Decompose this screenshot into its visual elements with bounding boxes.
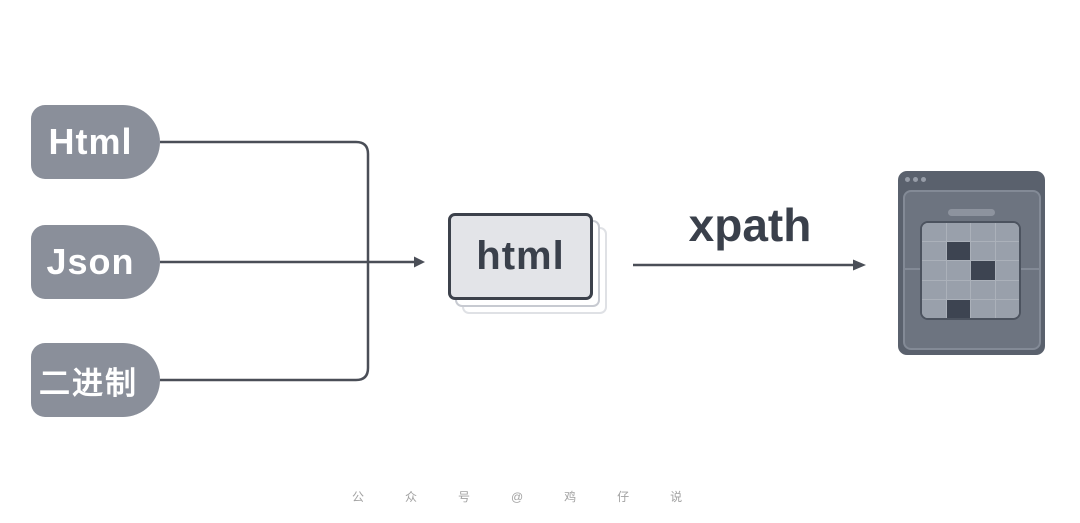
grid-cell — [971, 223, 995, 242]
browser-arrowhead-icon — [853, 259, 866, 271]
grid-cell — [971, 299, 995, 318]
grid-cell — [995, 299, 1019, 318]
grid-cell — [922, 242, 946, 261]
xpath-arrow-label: xpath — [688, 199, 812, 251]
window-dot-icon — [921, 177, 926, 182]
grid-cell — [995, 223, 1019, 242]
browser-viewport — [903, 190, 1041, 350]
source-node-html-label: Html — [48, 121, 133, 162]
grid-cell — [946, 280, 970, 299]
grid-cell-dark — [946, 242, 970, 261]
grid-cell — [971, 280, 995, 299]
browser-grid — [920, 221, 1021, 320]
browser-window-icon — [898, 171, 1045, 355]
source-node-binary-label: 二进制 — [39, 365, 138, 401]
window-dot-icon — [905, 177, 910, 182]
grid-cell — [922, 261, 946, 280]
window-control-dots — [905, 177, 926, 182]
grid-cell — [995, 242, 1019, 261]
grid-cell — [971, 242, 995, 261]
html-document-card-label: html — [476, 234, 565, 278]
grid-cell-dark — [971, 261, 995, 280]
grid-cell — [946, 261, 970, 280]
source-node-json: Json — [31, 225, 160, 299]
window-dot-icon — [913, 177, 918, 182]
source-node-json-label: Json — [46, 241, 135, 282]
source-node-binary: 二进制 — [31, 343, 160, 417]
watermark-text: 公众号@鸡仔说 — [352, 490, 724, 504]
html-document-card: html — [448, 213, 593, 300]
grid-cell-dark — [946, 299, 970, 318]
grid-cell — [922, 280, 946, 299]
grid-cell — [995, 261, 1019, 280]
source-node-html: Html — [31, 105, 160, 179]
grid-cell — [922, 299, 946, 318]
grid-handle-bar — [948, 209, 995, 216]
card-arrowhead-icon — [414, 256, 425, 268]
grid-cell — [946, 223, 970, 242]
grid-cell — [995, 280, 1019, 299]
grid-cell — [922, 223, 946, 242]
